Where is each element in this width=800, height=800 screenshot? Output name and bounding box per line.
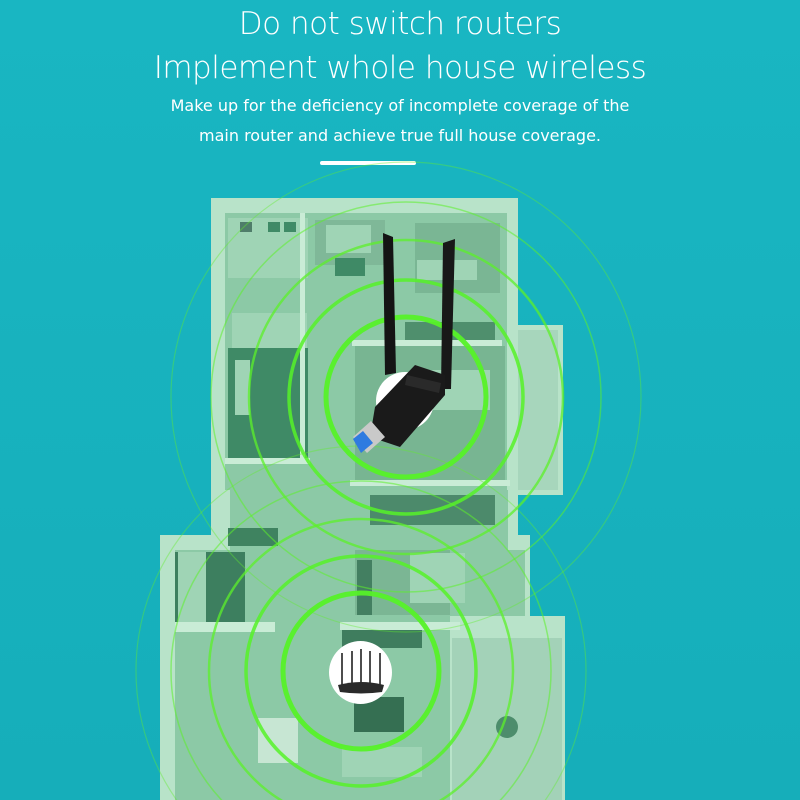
sofa [342, 747, 422, 777]
lower-rings [135, 445, 587, 800]
wall [340, 622, 460, 630]
sink [326, 225, 371, 253]
dining-table [258, 718, 298, 763]
closet [178, 552, 206, 622]
headline-line-2: Implement whole house wireless [153, 50, 647, 86]
usb-wifi-adapter-icon [353, 233, 455, 453]
divider-bar [320, 161, 416, 165]
appliance [240, 222, 252, 232]
balcony-upper [518, 330, 558, 490]
patio-table [496, 716, 518, 738]
headline-line-1: Do not switch routers [238, 6, 562, 42]
appliance [268, 222, 280, 232]
cabinet [235, 360, 250, 415]
wall [175, 622, 275, 632]
rug [335, 258, 365, 276]
bed-3 [410, 553, 465, 603]
appliance [284, 222, 296, 232]
subtitle-line-1: Make up for the deficiency of incomplete… [170, 96, 630, 115]
router-icon [338, 649, 384, 694]
upper-rings [170, 161, 642, 633]
subtitle-line-2: main router and achieve true full house … [199, 126, 601, 145]
wall [300, 213, 305, 463]
wall [350, 480, 510, 486]
wall [352, 340, 502, 346]
wall [225, 458, 310, 464]
